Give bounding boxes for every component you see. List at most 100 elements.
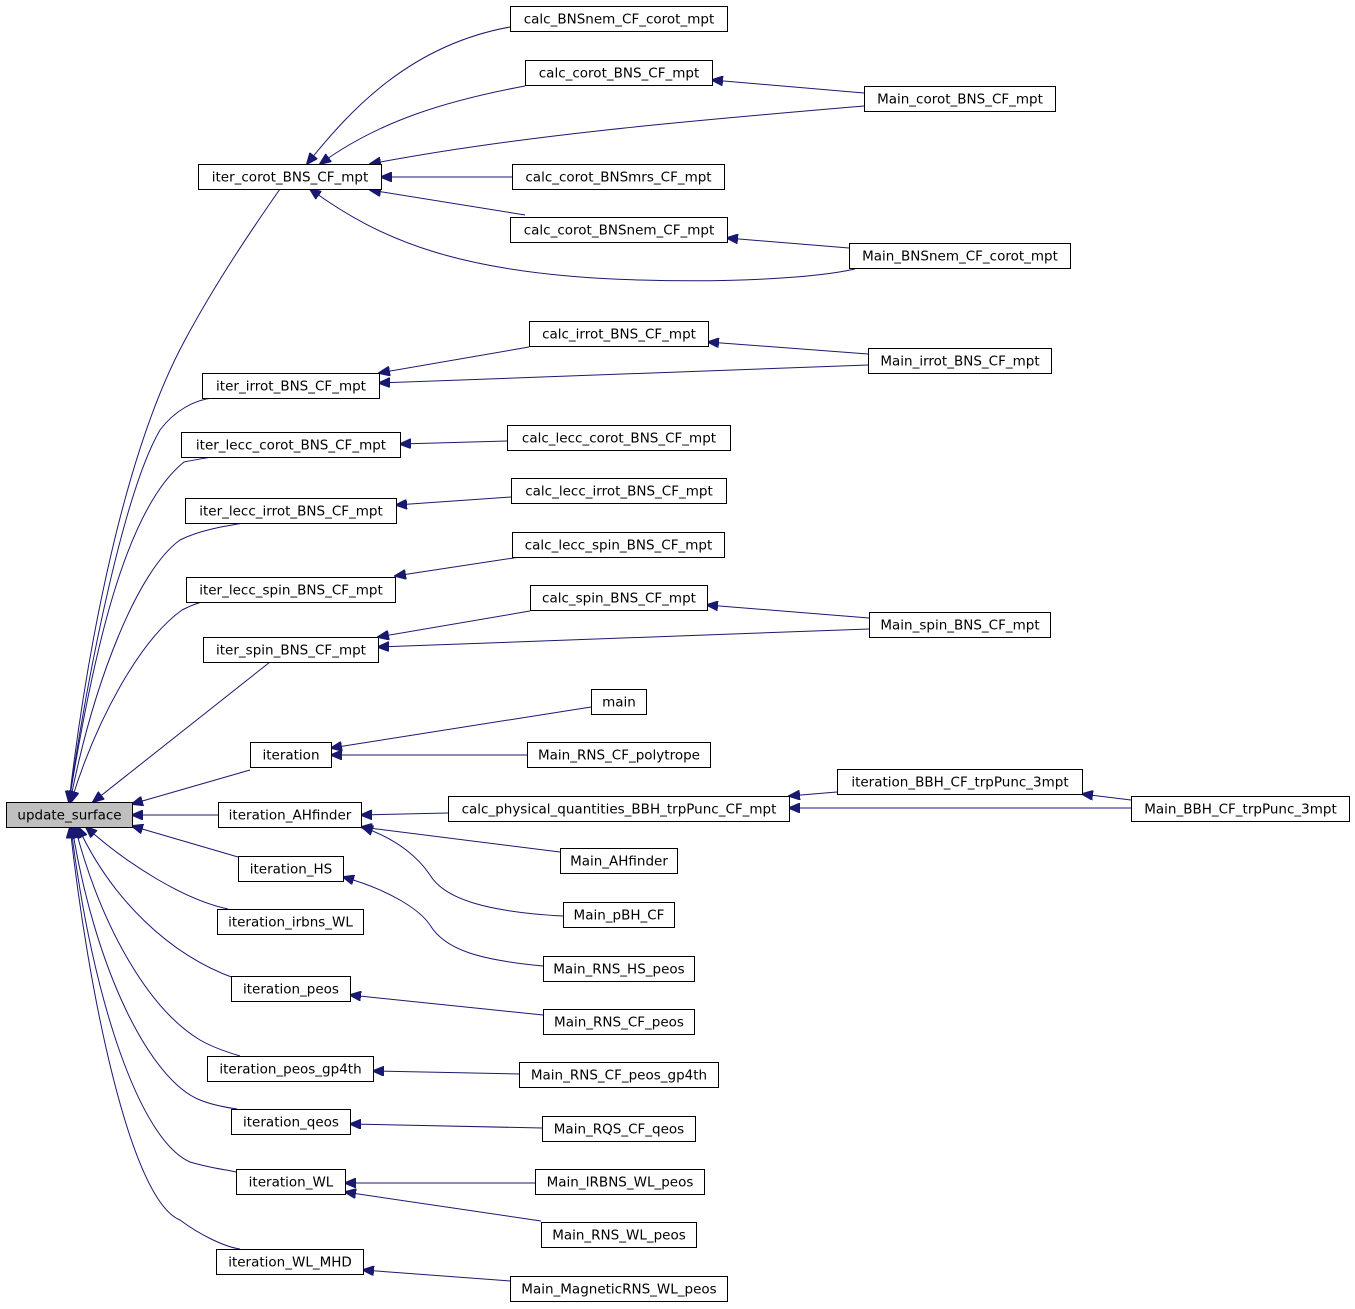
node-Main_RNS_HS_peos[interactable]: Main_RNS_HS_peos <box>543 956 695 982</box>
node-box[interactable] <box>591 689 647 715</box>
node-box[interactable] <box>186 577 396 603</box>
node-box[interactable] <box>231 1109 351 1135</box>
node-calc_corot_BNSmrs_CF_mpt[interactable]: calc_corot_BNSmrs_CF_mpt <box>512 164 725 190</box>
node-calc_lecc_corot_BNS_CF_mpt[interactable]: calc_lecc_corot_BNS_CF_mpt <box>507 425 731 451</box>
node-iteration[interactable]: iteration <box>250 742 332 768</box>
node-box[interactable] <box>510 217 728 243</box>
node-box[interactable] <box>849 243 1071 269</box>
node-Main_RNS_CF_peos[interactable]: Main_RNS_CF_peos <box>543 1009 695 1035</box>
node-box[interactable] <box>525 60 713 86</box>
node-calc_lecc_spin_BNS_CF_mpt[interactable]: calc_lecc_spin_BNS_CF_mpt <box>512 532 725 558</box>
node-iteration_AHfinder[interactable]: iteration_AHfinder <box>218 802 362 828</box>
node-box[interactable] <box>507 425 731 451</box>
node-label: Main_BBH_CF_trpPunc_3mpt <box>1144 802 1337 818</box>
node-Main_RQS_CF_qeos[interactable]: Main_RQS_CF_qeos <box>542 1116 696 1142</box>
node-iteration_irbns_WL[interactable]: iteration_irbns_WL <box>217 909 364 935</box>
node-calc_BNSnem_CF_corot_mpt[interactable]: calc_BNSnem_CF_corot_mpt <box>510 6 728 32</box>
node-box[interactable] <box>1131 796 1350 822</box>
node-iteration_qeos[interactable]: iteration_qeos <box>231 1109 351 1135</box>
node-calc_corot_BNSnem_CF_mpt[interactable]: calc_corot_BNSnem_CF_mpt <box>510 217 728 243</box>
node-label: iteration_qeos <box>243 1115 339 1131</box>
node-box[interactable] <box>560 848 678 874</box>
node-calc_irrot_BNS_CF_mpt[interactable]: calc_irrot_BNS_CF_mpt <box>529 321 709 347</box>
node-box[interactable] <box>837 769 1083 795</box>
node-box[interactable] <box>541 1222 697 1248</box>
edge-Main_RNS_HS_peos-to-iteration_HS <box>343 877 544 967</box>
node-Main_irrot_BNS_CF_mpt[interactable]: Main_irrot_BNS_CF_mpt <box>868 348 1052 374</box>
node-box[interactable] <box>869 612 1051 638</box>
node-Main_BNSnem_CF_corot_mpt[interactable]: Main_BNSnem_CF_corot_mpt <box>849 243 1071 269</box>
node-calc_physical_quantities_BBH_trpPunc_CF_mpt[interactable]: calc_physical_quantities_BBH_trpPunc_CF_… <box>448 796 790 822</box>
node-calc_lecc_irrot_BNS_CF_mpt[interactable]: calc_lecc_irrot_BNS_CF_mpt <box>511 478 727 504</box>
edge-iteration_peos_gp4th-to-update_surface <box>75 827 241 1057</box>
node-box[interactable] <box>198 164 382 190</box>
node-label: iteration_BBH_CF_trpPunc_3mpt <box>851 775 1068 791</box>
node-iteration_WL[interactable]: iteration_WL <box>236 1169 346 1195</box>
node-calc_spin_BNS_CF_mpt[interactable]: calc_spin_BNS_CF_mpt <box>530 585 708 611</box>
node-box[interactable] <box>563 902 675 928</box>
edge-Main_pBH_CF-to-iteration_AHfinder <box>362 827 564 917</box>
node-box[interactable] <box>529 321 709 347</box>
node-box[interactable] <box>543 956 695 982</box>
node-iteration_peos[interactable]: iteration_peos <box>231 976 351 1002</box>
node-box[interactable] <box>868 348 1052 374</box>
node-box[interactable] <box>527 742 711 768</box>
node-box[interactable] <box>511 478 727 504</box>
node-Main_BBH_CF_trpPunc_3mpt[interactable]: Main_BBH_CF_trpPunc_3mpt <box>1131 796 1350 822</box>
node-Main_corot_BNS_CF_mpt[interactable]: Main_corot_BNS_CF_mpt <box>864 86 1056 112</box>
node-label: calc_lecc_corot_BNS_CF_mpt <box>522 431 716 447</box>
node-iter_corot_BNS_CF_mpt[interactable]: iter_corot_BNS_CF_mpt <box>198 164 382 190</box>
node-Main_AHfinder[interactable]: Main_AHfinder <box>560 848 678 874</box>
node-Main_RNS_CF_polytrope[interactable]: Main_RNS_CF_polytrope <box>527 742 711 768</box>
node-iteration_BBH_CF_trpPunc_3mpt[interactable]: iteration_BBH_CF_trpPunc_3mpt <box>837 769 1083 795</box>
edge-iteration_WL-to-update_surface <box>71 827 237 1173</box>
node-box[interactable] <box>216 1249 364 1275</box>
node-Main_RNS_CF_peos_gp4th[interactable]: Main_RNS_CF_peos_gp4th <box>519 1062 719 1088</box>
node-box[interactable] <box>512 164 725 190</box>
node-box[interactable] <box>864 86 1056 112</box>
node-Main_RNS_WL_peos[interactable]: Main_RNS_WL_peos <box>541 1222 697 1248</box>
edge-Main_RNS_CF_peos_gp4th-to-iteration_peos_gp4th <box>373 1071 520 1074</box>
node-box[interactable] <box>203 637 379 663</box>
node-box[interactable] <box>542 1116 696 1142</box>
node-box[interactable] <box>510 6 728 32</box>
node-iter_irrot_BNS_CF_mpt[interactable]: iter_irrot_BNS_CF_mpt <box>202 373 380 399</box>
node-Main_pBH_CF[interactable]: Main_pBH_CF <box>563 902 675 928</box>
nodes: update_surface iter_corot_BNS_CF_mpt calc_… <box>6 6 1350 1302</box>
edge-iteration_qeos-to-update_surface <box>72 827 238 1110</box>
node-Main_spin_BNS_CF_mpt[interactable]: Main_spin_BNS_CF_mpt <box>869 612 1051 638</box>
node-box[interactable] <box>181 432 401 458</box>
node-box[interactable] <box>512 532 725 558</box>
node-iter_lecc_corot_BNS_CF_mpt[interactable]: iter_lecc_corot_BNS_CF_mpt <box>181 432 401 458</box>
node-main[interactable]: main <box>591 689 647 715</box>
node-calc_corot_BNS_CF_mpt[interactable]: calc_corot_BNS_CF_mpt <box>525 60 713 86</box>
node-iter_lecc_spin_BNS_CF_mpt[interactable]: iter_lecc_spin_BNS_CF_mpt <box>186 577 396 603</box>
node-box[interactable] <box>207 1056 374 1082</box>
node-label: iteration_peos <box>243 982 339 998</box>
node-box[interactable] <box>185 498 397 524</box>
node-box[interactable] <box>530 585 708 611</box>
node-box[interactable] <box>535 1169 705 1195</box>
node-box[interactable] <box>543 1009 695 1035</box>
node-box[interactable] <box>250 742 332 768</box>
node-iteration_HS[interactable]: iteration_HS <box>238 856 344 882</box>
node-box[interactable] <box>6 802 133 828</box>
node-box[interactable] <box>519 1062 719 1088</box>
node-iter_spin_BNS_CF_mpt[interactable]: iter_spin_BNS_CF_mpt <box>203 637 379 663</box>
node-box[interactable] <box>448 796 790 822</box>
node-Main_MagneticRNS_WL_peos[interactable]: Main_MagneticRNS_WL_peos <box>510 1276 728 1302</box>
node-box[interactable] <box>510 1276 728 1302</box>
node-iter_lecc_irrot_BNS_CF_mpt[interactable]: iter_lecc_irrot_BNS_CF_mpt <box>185 498 397 524</box>
node-box[interactable] <box>238 856 344 882</box>
node-box[interactable] <box>231 976 351 1002</box>
node-Main_IRBNS_WL_peos[interactable]: Main_IRBNS_WL_peos <box>535 1169 705 1195</box>
node-update_surface[interactable]: update_surface <box>6 802 133 828</box>
node-iteration_WL_MHD[interactable]: iteration_WL_MHD <box>216 1249 364 1275</box>
edge-Main_BNSnem_CF_corot_mpt-to-calc_corot_BNSnem_CF_mpt <box>727 238 850 249</box>
node-iteration_peos_gp4th[interactable]: iteration_peos_gp4th <box>207 1056 374 1082</box>
node-box[interactable] <box>218 802 362 828</box>
node-box[interactable] <box>217 909 364 935</box>
edge-calc_corot_BNSnem_CF_mpt-to-iter_corot_BNS_CF_mpt <box>370 190 526 216</box>
node-box[interactable] <box>202 373 380 399</box>
node-box[interactable] <box>236 1169 346 1195</box>
